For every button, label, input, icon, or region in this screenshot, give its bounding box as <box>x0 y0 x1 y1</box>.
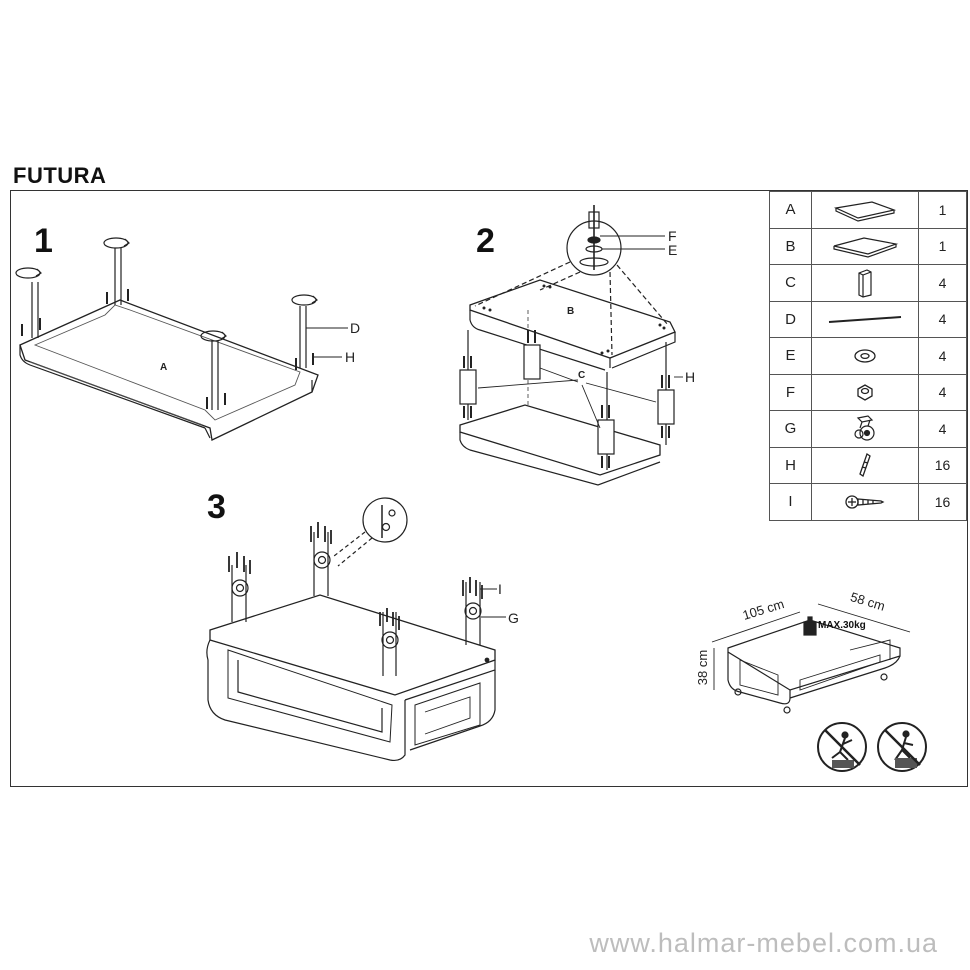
step-number-1: 1 <box>34 222 53 260</box>
part-quantity: 4 <box>918 373 967 411</box>
connector-block-icon <box>858 269 872 298</box>
callout-dowel-h-step1: H <box>345 349 356 365</box>
step3-table <box>206 497 506 762</box>
part-quantity: 1 <box>918 191 967 229</box>
wheel-set-2 <box>313 532 331 596</box>
callout-panel-b: B <box>567 306 575 317</box>
step-number-3: 3 <box>207 488 226 526</box>
watermark-url: www.halmar-mebel.com.ua <box>589 928 938 958</box>
parts-list-table: A 1 B 1 C 4 D 4 E 4 F 4 G 4 H 16 I 16 <box>769 191 967 521</box>
part-letter: I <box>769 483 812 521</box>
parts-row: D 4 <box>769 300 967 338</box>
part-quantity: 4 <box>918 300 967 338</box>
parts-row: B 1 <box>769 227 967 265</box>
callout-rod-d: D <box>350 320 361 336</box>
parts-row: H 16 <box>769 446 967 484</box>
bottom-panel-icon <box>833 237 899 258</box>
parts-row: I 16 <box>769 483 967 521</box>
no-standing-warning-icon <box>817 722 867 772</box>
part-letter: F <box>769 373 812 411</box>
step-number-2: 2 <box>476 222 495 260</box>
part-letter: G <box>769 410 812 448</box>
step2-frame <box>459 205 683 486</box>
dowel-icon <box>859 453 871 478</box>
callout-dowel-h-step2: H <box>685 369 696 385</box>
part-letter: D <box>769 300 812 338</box>
threaded-rod-icon <box>828 316 902 324</box>
screw-icon <box>845 495 885 509</box>
document-title: FUTURA <box>13 163 107 188</box>
part-quantity: 4 <box>918 264 967 302</box>
washer-icon <box>854 349 876 363</box>
part-letter: E <box>769 337 812 375</box>
parts-row: F 4 <box>769 373 967 411</box>
callout-panel-a: A <box>160 362 168 373</box>
step1-rods <box>15 237 348 410</box>
callout-nut-f: F <box>668 228 677 244</box>
part-quantity: 4 <box>918 410 967 448</box>
parts-row: A 1 <box>769 191 967 229</box>
part-letter: A <box>769 191 812 229</box>
top-panel-icon <box>833 201 897 222</box>
parts-row: E 4 <box>769 337 967 375</box>
part-quantity: 4 <box>918 337 967 375</box>
wheel-set-4 <box>464 582 482 645</box>
callout-block-c: C <box>578 370 586 381</box>
dimension-drawing <box>711 603 911 714</box>
max-load-label: MAX.30kg <box>818 620 866 631</box>
parts-row: G 4 <box>769 410 967 448</box>
caster-wheel-icon <box>854 415 875 441</box>
callout-screw-i: I <box>498 581 502 597</box>
nut-icon <box>857 384 873 401</box>
part-quantity: 1 <box>918 227 967 265</box>
part-letter: C <box>769 264 812 302</box>
callout-washer-e: E <box>668 242 678 258</box>
step1-panel-a <box>19 299 319 441</box>
no-climbing-warning-icon <box>877 722 927 772</box>
part-letter: B <box>769 227 812 265</box>
part-letter: H <box>769 446 812 484</box>
wheel-set-1 <box>231 565 249 622</box>
instruction-frame <box>10 190 968 787</box>
dimension-height: 38 cm <box>695 649 711 686</box>
part-quantity: 16 <box>918 446 967 484</box>
part-quantity: 16 <box>918 483 967 521</box>
wheel-set-3 <box>381 612 399 676</box>
parts-row: C 4 <box>769 264 967 302</box>
callout-wheel-g: G <box>508 610 519 626</box>
